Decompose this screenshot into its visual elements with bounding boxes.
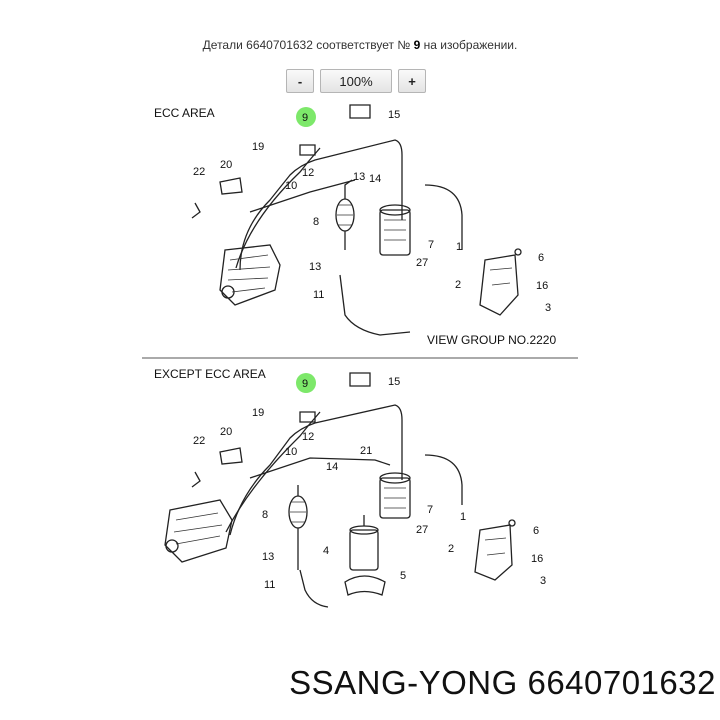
primer-pump-8-bottom bbox=[288, 485, 308, 570]
bottom-label-6: 6 bbox=[533, 525, 539, 537]
zoom-in-button[interactable]: + bbox=[398, 69, 426, 93]
part-9-highlight-bottom bbox=[296, 373, 316, 393]
ecc-label-9: 9 bbox=[302, 112, 308, 124]
bottom-label-19: 19 bbox=[252, 407, 264, 419]
bottom-label-10: 10 bbox=[285, 446, 297, 458]
fuel-pipe-10-bottom bbox=[225, 411, 321, 533]
bottom-label-11: 11 bbox=[264, 579, 275, 591]
bracket-2-3-bottom bbox=[474, 519, 516, 581]
clip-22-bottom bbox=[191, 471, 201, 488]
bottom-label-21: 21 bbox=[360, 445, 372, 457]
clip-20 bbox=[219, 177, 243, 195]
parts-diagram: ECC AREA bbox=[142, 104, 578, 608]
bottom-label-27: 27 bbox=[416, 524, 428, 536]
return-line-bottom bbox=[424, 454, 463, 505]
filter-bracket-5 bbox=[344, 575, 386, 596]
bottom-label-8: 8 bbox=[262, 509, 268, 521]
caption-suffix: на изображении. bbox=[423, 38, 518, 52]
clip-15 bbox=[349, 104, 371, 119]
bottom-label-12: 12 bbox=[302, 431, 314, 443]
fuel-pipe-10 bbox=[235, 147, 321, 269]
fuel-filter-1 bbox=[379, 204, 411, 256]
bottom-label-5: 5 bbox=[400, 570, 406, 582]
ecc-label-8: 8 bbox=[313, 216, 319, 228]
engine-block bbox=[219, 244, 281, 306]
clip-12-bottom bbox=[299, 411, 316, 423]
except-ecc-area-title: EXCEPT ECC AREA bbox=[154, 367, 266, 381]
ecc-label-15: 15 bbox=[388, 109, 400, 121]
fuel-pipe-low-bottom bbox=[249, 457, 391, 479]
ecc-label-10: 10 bbox=[285, 180, 297, 192]
bottom-label-15: 15 bbox=[388, 376, 400, 388]
fuel-line-11 bbox=[339, 274, 411, 336]
ecc-label-14: 14 bbox=[369, 173, 381, 185]
bottom-label-7: 7 bbox=[427, 504, 433, 516]
except-ecc-area-section: EXCEPT ECC AREA bbox=[154, 367, 546, 608]
bottom-label-2: 2 bbox=[448, 543, 454, 555]
caption-prefix: Детали 6640701632 соответствует № bbox=[202, 38, 411, 52]
ecc-label-2: 2 bbox=[455, 279, 461, 291]
clip-12 bbox=[299, 144, 316, 156]
ecc-label-20: 20 bbox=[220, 159, 232, 171]
ecc-label-13a: 13 bbox=[353, 171, 365, 183]
bottom-label-9: 9 bbox=[302, 378, 308, 390]
ecc-label-3: 3 bbox=[545, 302, 551, 314]
bottom-label-1: 1 bbox=[460, 511, 466, 523]
bottom-label-22: 22 bbox=[193, 435, 205, 447]
ecc-label-6: 6 bbox=[538, 252, 544, 264]
ecc-label-27: 27 bbox=[416, 257, 428, 269]
primer-pump-8 bbox=[335, 179, 355, 250]
clip-20-bottom bbox=[219, 447, 243, 465]
ecc-label-19: 19 bbox=[252, 141, 264, 153]
clip-15-bottom bbox=[349, 372, 371, 387]
ecc-label-13b: 13 bbox=[309, 261, 321, 273]
ecc-label-7: 7 bbox=[428, 239, 434, 251]
ecc-label-12: 12 bbox=[302, 167, 314, 179]
bottom-label-3: 3 bbox=[540, 575, 546, 587]
brand-part-number: SSANG-YONG 6640701632 bbox=[289, 664, 716, 701]
bottom-label-14: 14 bbox=[326, 461, 338, 473]
zoom-level-button[interactable]: 100% bbox=[320, 69, 392, 93]
page-caption: Детали 6640701632 соответствует № 9 на и… bbox=[0, 38, 720, 52]
zoom-out-button[interactable]: - bbox=[286, 69, 314, 93]
bottom-label-4: 4 bbox=[323, 545, 329, 557]
fuel-pipe-low bbox=[249, 179, 356, 213]
bottom-label-13: 13 bbox=[262, 551, 274, 563]
fuel-filter-4 bbox=[349, 515, 379, 571]
return-line bbox=[424, 184, 463, 250]
fuel-filter-1-bottom bbox=[379, 472, 411, 519]
bracket-2-3 bbox=[479, 248, 522, 316]
ecc-area-section: ECC AREA bbox=[154, 104, 556, 347]
bottom-label-16: 16 bbox=[531, 553, 543, 565]
ecc-label-11: 11 bbox=[313, 289, 324, 301]
fuel-pipe-9 bbox=[239, 139, 403, 271]
ecc-area-title: ECC AREA bbox=[154, 106, 215, 120]
fuel-line-11-bottom bbox=[299, 569, 329, 608]
fuel-pipe-9-bottom bbox=[229, 404, 403, 536]
bottom-label-20: 20 bbox=[220, 426, 232, 438]
view-group-note: VIEW GROUP NO.2220 bbox=[427, 333, 556, 347]
caption-part-number: 9 bbox=[413, 38, 421, 52]
engine-block-bottom bbox=[164, 499, 233, 563]
ecc-label-22: 22 bbox=[193, 166, 205, 178]
clip-22 bbox=[191, 202, 201, 219]
ecc-label-16: 16 bbox=[536, 280, 548, 292]
zoom-toolbar: - 100% + bbox=[286, 69, 426, 93]
ecc-label-1: 1 bbox=[456, 241, 462, 253]
part-9-highlight bbox=[296, 107, 316, 127]
